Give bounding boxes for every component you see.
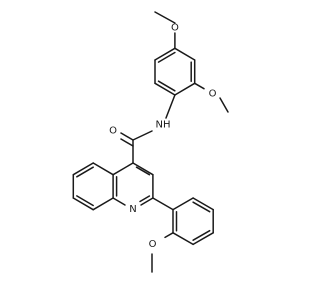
atom-label-oxygen-bottom: O (149, 239, 157, 250)
atom-label-amide-nh: NH (156, 120, 171, 131)
atom-label-layer: O O NH O N O (109, 23, 217, 250)
atom-label-oxygen-top: O (171, 23, 179, 34)
atom-label-carbonyl-oxygen: O (109, 126, 117, 137)
bond-layer (72, 11, 229, 273)
atom-label-oxygen-right: O (209, 89, 217, 100)
molecule-structure: O O NH O N O (72, 11, 229, 273)
atom-label-ring-nitrogen: N (129, 204, 136, 215)
